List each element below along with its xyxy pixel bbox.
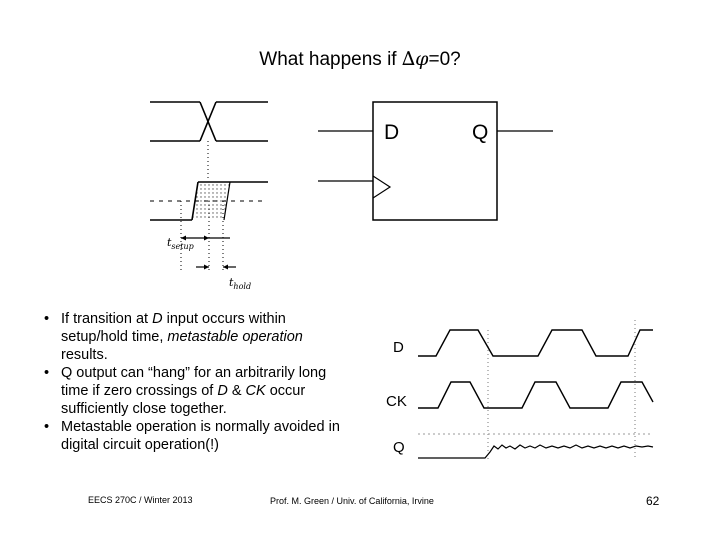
setup-time-arrows <box>181 235 230 241</box>
bullet-text-segment: D <box>152 311 163 327</box>
bullet-text-segment: occur sufficiently close together. <box>61 383 306 417</box>
waveform-q-label: Q <box>393 439 405 456</box>
phi-symbol: φ <box>415 48 429 70</box>
delta-symbol: ∆ <box>401 48 416 70</box>
d-waveform <box>418 329 653 357</box>
data-eye-diagram <box>150 101 268 142</box>
waveform-guides <box>487 320 636 460</box>
bullet-list: If transition at D input occurs within s… <box>44 310 344 454</box>
bullet-item: Metastable operation is normally avoided… <box>44 418 344 454</box>
flipflop-d-label: D <box>384 121 399 144</box>
bullet-text-segment: results. <box>61 347 108 363</box>
bullet-text-segment: input occurs within setup/hold time, <box>61 311 286 345</box>
q-waveform <box>418 444 654 459</box>
slide-title: What happens if ∆φ=0? <box>259 48 461 70</box>
bullet-text-segment: Q output can “hang” for an arbitrarily l… <box>61 365 327 399</box>
flip-flop-block <box>318 101 553 221</box>
bullet-text-segment: & <box>227 383 246 399</box>
setup-time-label: tsetup <box>167 236 194 251</box>
bullet-text-segment: CK <box>245 383 266 399</box>
clock-edge-region <box>150 181 268 272</box>
flipflop-q-label: Q <box>472 121 488 144</box>
page-number: 62 <box>646 494 660 508</box>
hold-time-arrows <box>196 264 236 270</box>
bullet-text-segment: Metastable operation is normally avoided… <box>61 419 340 453</box>
ck-waveform <box>418 381 654 409</box>
bullet-text-segment: If transition at <box>61 311 153 327</box>
footer-course: EECS 270C / Winter 2013 <box>88 495 193 505</box>
bullet-text-segment: metastable operation <box>167 329 303 345</box>
hold-time-label: thold <box>229 276 251 291</box>
bullet-item: If transition at D input occurs within s… <box>44 310 344 364</box>
bullet-item: Q output can “hang” for an arbitrarily l… <box>44 364 344 418</box>
waveform-ck-label: CK <box>386 393 407 410</box>
bullet-text-segment: D <box>217 383 228 399</box>
footer-author: Prof. M. Green / Univ. of California, Ir… <box>270 496 434 506</box>
waveform-d-label: D <box>393 339 404 356</box>
